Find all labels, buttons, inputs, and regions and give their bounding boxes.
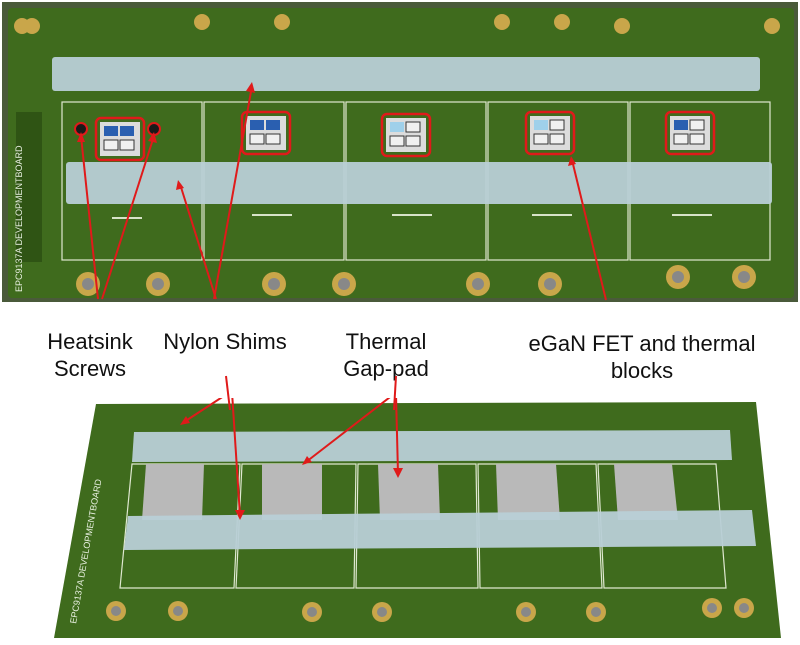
annotation-arrows-bottom: [183, 398, 399, 517]
fet-blocks: [100, 116, 710, 156]
lower-tape-shim: [66, 162, 772, 204]
left-edge-area: [16, 112, 42, 262]
top-board-photo: EPC9137A DEVELOPMENTBOARD: [2, 2, 798, 302]
red-highlight-boxes: [94, 110, 716, 162]
annotation-arrowheads-top: [77, 82, 576, 190]
label-egan-fet: eGaN FET and thermal blocks: [528, 331, 756, 383]
label-to-bottom-arrows: [225, 375, 397, 410]
label-nylon-shims: Nylon Shims: [163, 329, 287, 354]
annotation-arrowheads-bottom: [180, 416, 403, 520]
label-thermal-gap-pad: Thermal Gap-pad: [343, 329, 429, 381]
mounting-pads: [76, 265, 756, 296]
upper-tape-shim: [132, 430, 732, 462]
upper-tape-shim: [52, 57, 760, 91]
heatsink-screws: [74, 122, 161, 136]
board-marking: EPC9137A DEVELOPMENTBOARD: [14, 145, 24, 292]
top-pads: [14, 14, 780, 34]
annotation-arrows-top: [80, 85, 607, 301]
label-heatsink-screws: Heatsink Screws: [47, 329, 133, 381]
bottom-board-photo: EPC9137A DEVELOPMENTBOARD: [36, 398, 798, 643]
thermal-gap-pads: [142, 464, 678, 520]
lower-tape-shim: [124, 510, 756, 550]
mounting-pads: [106, 598, 754, 622]
